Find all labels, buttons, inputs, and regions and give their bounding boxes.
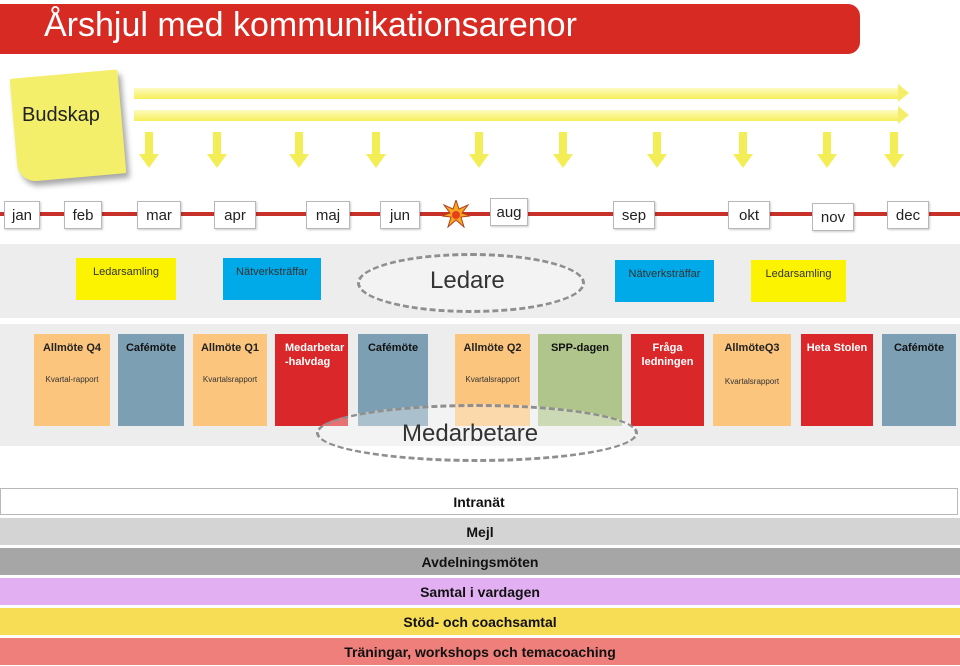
event-subtitle: Kvartal-rapport bbox=[45, 375, 99, 384]
event-card: Fråga ledningen bbox=[631, 334, 704, 426]
event-card: AllmöteQ3 Kvartalsrapport bbox=[713, 334, 791, 426]
event-card: Medarbetar -halvdag bbox=[275, 334, 348, 426]
month-dec: dec bbox=[887, 201, 929, 229]
channel-bar-mejl: Mejl bbox=[0, 518, 960, 545]
channel-bar-samtal: Samtal i vardagen bbox=[0, 578, 960, 605]
event-title: SPP-dagen bbox=[550, 342, 610, 354]
leaders-ellipse bbox=[357, 253, 585, 313]
month-maj: maj bbox=[306, 201, 350, 229]
title-bar bbox=[0, 4, 860, 54]
event-title: Allmöte Q4 bbox=[42, 342, 102, 354]
event-title: Cafémöte bbox=[893, 342, 945, 354]
month-sep: sep bbox=[613, 201, 655, 229]
channel-bar-traningar: Träningar, workshops och temacoaching bbox=[0, 638, 960, 665]
event-card: Heta Stolen bbox=[801, 334, 873, 426]
down-arrow-icon bbox=[647, 132, 667, 170]
leader-box-ledarsamling: Ledarsamling bbox=[751, 260, 846, 302]
month-aug: aug bbox=[490, 198, 528, 226]
event-title: Allmöte Q1 bbox=[200, 342, 260, 354]
timeline-line bbox=[0, 212, 960, 216]
month-jun: jun bbox=[380, 201, 420, 229]
month-apr: apr bbox=[214, 201, 256, 229]
event-title: AllmöteQ3 bbox=[724, 342, 780, 354]
arrow-head-icon bbox=[898, 84, 909, 102]
channel-bar-intranat: Intranät bbox=[0, 488, 958, 515]
channel-bar-avdelningsmoten: Avdelningsmöten bbox=[0, 548, 960, 575]
leader-box-ledarsamling: Ledarsamling bbox=[76, 258, 176, 300]
month-feb: feb bbox=[64, 201, 102, 229]
month-nov: nov bbox=[812, 203, 854, 231]
down-arrow-icon bbox=[366, 132, 386, 170]
month-okt: okt bbox=[728, 201, 770, 229]
leader-box-natverkstraffar: Nätverksträffar bbox=[615, 260, 714, 302]
month-mar: mar bbox=[137, 201, 181, 229]
message-arrow-bottom bbox=[134, 110, 900, 121]
arrow-head-icon bbox=[898, 106, 909, 124]
page-title: Årshjul med kommunikationsarenor bbox=[44, 6, 577, 44]
employees-label: Medarbetare bbox=[402, 420, 539, 447]
event-title: Allmöte Q2 bbox=[463, 342, 522, 354]
channel-bar-stod: Stöd- och coachsamtal bbox=[0, 608, 960, 635]
event-subtitle: Kvartalsrapport bbox=[465, 375, 520, 384]
message-arrow-top bbox=[134, 88, 900, 99]
event-title: Cafémöte bbox=[125, 342, 177, 354]
event-subtitle: Kvartalsrapport bbox=[724, 377, 780, 386]
month-jan: jan bbox=[4, 201, 40, 229]
down-arrow-icon bbox=[817, 132, 837, 170]
leaders-label: Ledare bbox=[430, 267, 505, 294]
sticky-note-label: Budskap bbox=[22, 104, 100, 126]
down-arrow-icon bbox=[884, 132, 904, 170]
event-card: Cafémöte bbox=[118, 334, 184, 426]
event-title: Fråga ledningen bbox=[641, 342, 694, 368]
event-subtitle: Kvartalsrapport bbox=[202, 375, 258, 384]
down-arrow-icon bbox=[139, 132, 159, 170]
employees-ellipse bbox=[316, 404, 638, 462]
event-card: Allmöte Q1 Kvartalsrapport bbox=[193, 334, 267, 426]
down-arrow-icon bbox=[289, 132, 309, 170]
event-title: Heta Stolen bbox=[806, 342, 868, 354]
down-arrow-icon bbox=[733, 132, 753, 170]
event-title: Cafémöte bbox=[367, 342, 419, 354]
leader-box-natverkstraffar: Nätverksträffar bbox=[223, 258, 321, 300]
event-title: Medarbetar -halvdag bbox=[285, 342, 345, 368]
down-arrow-icon bbox=[469, 132, 489, 170]
event-card: Allmöte Q4 Kvartal-rapport bbox=[34, 334, 110, 426]
down-arrow-icon bbox=[553, 132, 573, 170]
starburst-icon bbox=[442, 200, 470, 228]
down-arrow-icon bbox=[207, 132, 227, 170]
event-card: Cafémöte bbox=[882, 334, 956, 426]
